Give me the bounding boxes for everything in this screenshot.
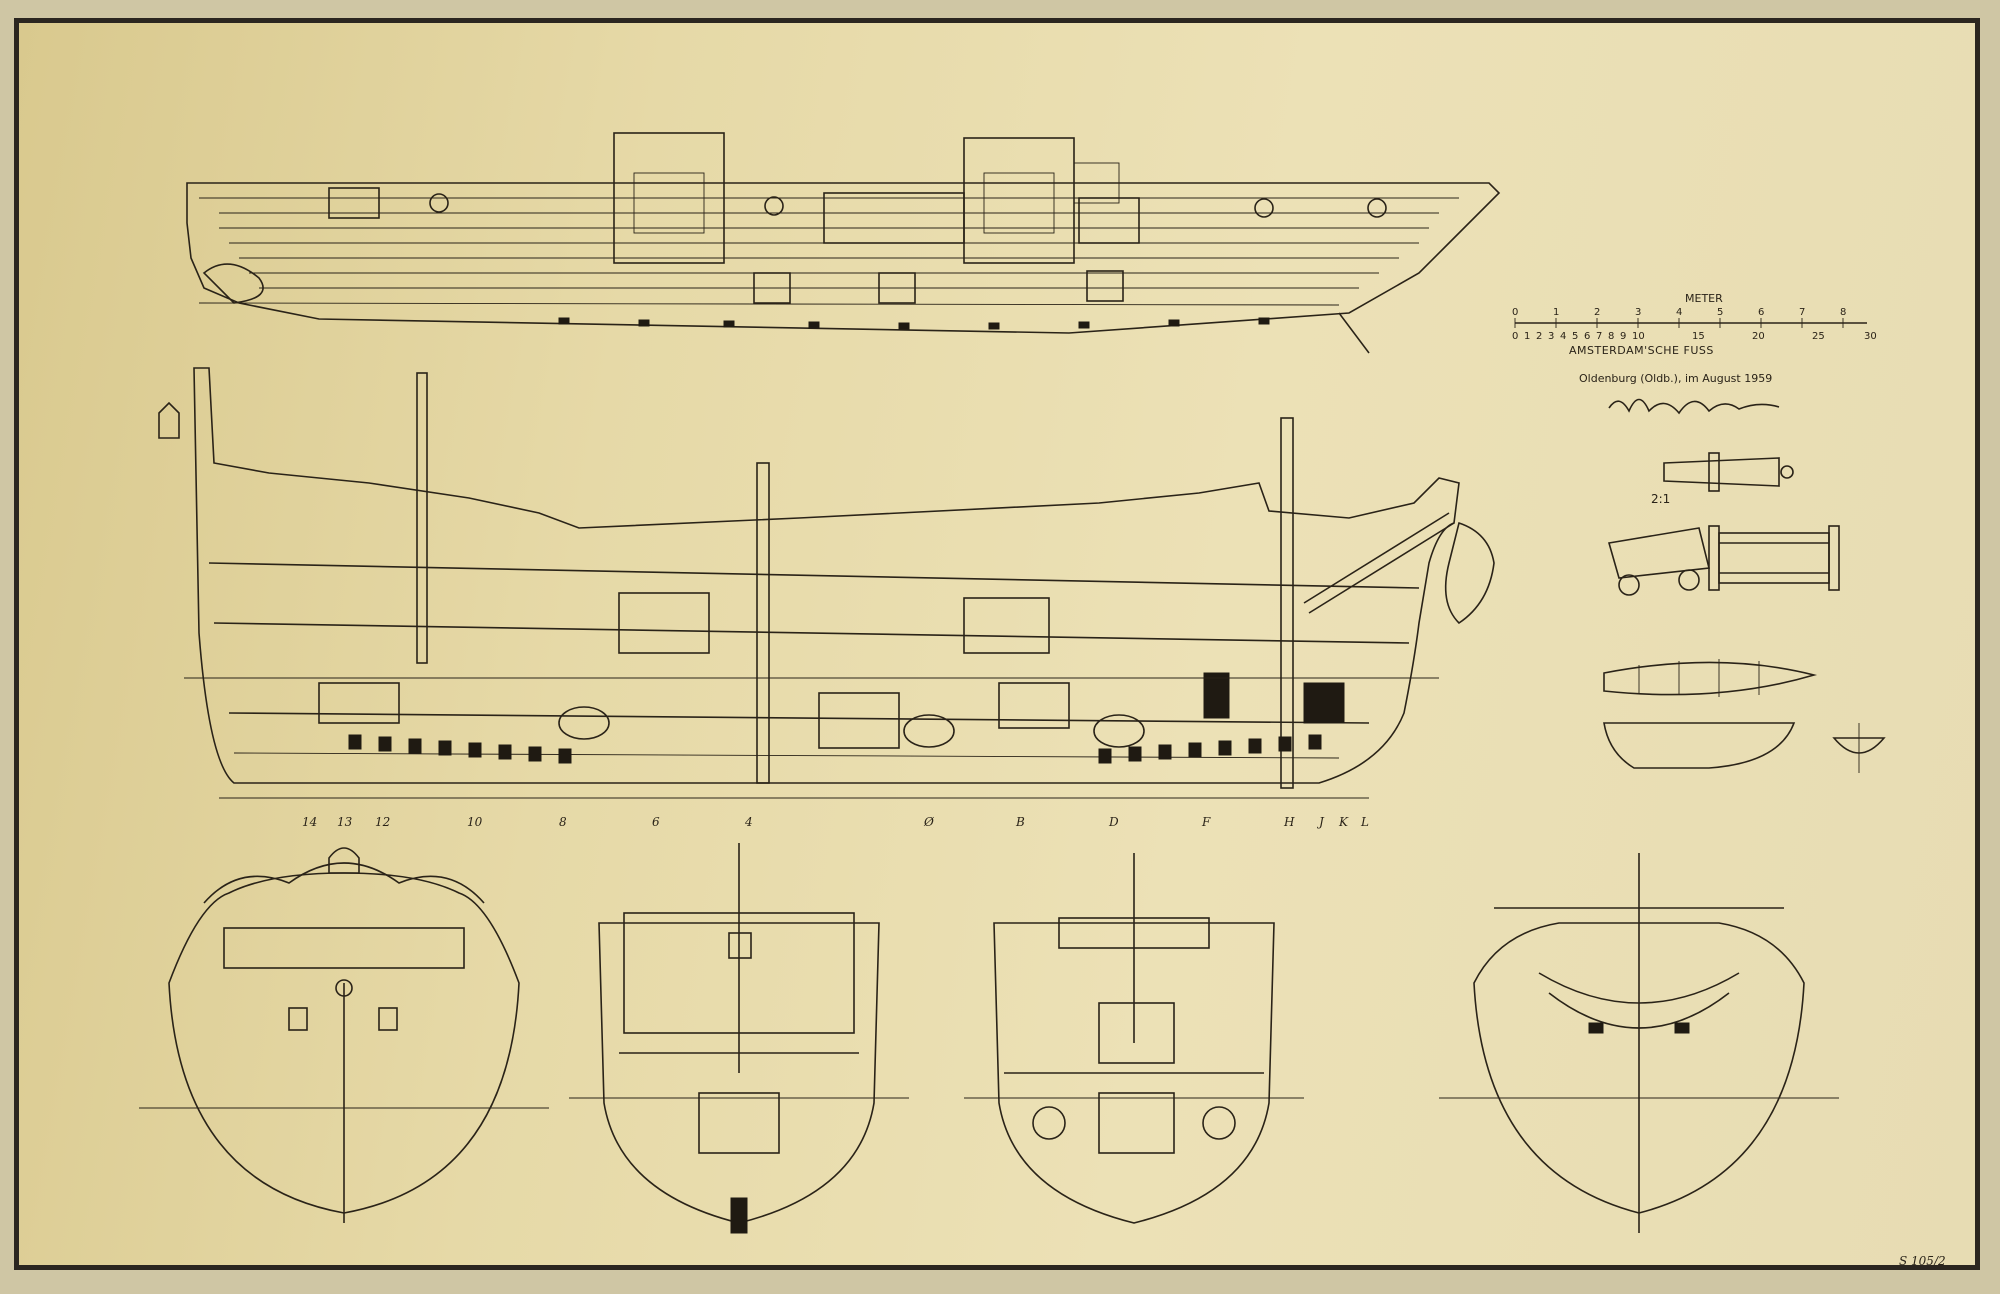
frame-station-label: 10	[467, 815, 483, 829]
scale-meter-tick: 0	[1512, 307, 1519, 318]
scale-fuss-tick: 0	[1512, 331, 1519, 342]
frame-station-label: H	[1284, 815, 1295, 829]
frame-station-label: 14	[302, 815, 318, 829]
boat-section-detail	[1832, 723, 1886, 773]
signature	[1608, 398, 1780, 415]
scale-fuss-tick: 4	[1560, 331, 1567, 342]
frame-station-label: 12	[375, 815, 391, 829]
gun-carriage-top-detail	[1708, 525, 1840, 591]
deck-plan-view	[186, 132, 1501, 354]
cannon-barrel-detail	[1663, 452, 1794, 492]
frame-station-label: Ø	[924, 815, 934, 829]
stern-view	[139, 847, 549, 1223]
scale-fuss-tick: 5	[1572, 331, 1579, 342]
scale-fuss-tick: 10	[1632, 331, 1645, 342]
aft-cross-section	[569, 843, 909, 1234]
place-date-text: Oldenburg (Oldb.), im August 1959	[1579, 372, 1773, 385]
scale-meter-tick: 3	[1635, 307, 1642, 318]
gun-carriage-side-detail	[1607, 527, 1710, 596]
deck-plan-gunports	[558, 317, 1270, 330]
scale-fuss-tick: 3	[1548, 331, 1555, 342]
fore-cross-section	[964, 853, 1304, 1224]
frame-station-label: D	[1109, 815, 1119, 829]
frame-station-label: L	[1361, 815, 1369, 829]
scale-fuss-tick: 1	[1524, 331, 1531, 342]
frame-station-label: J	[1319, 815, 1324, 829]
boat-profile-detail	[1603, 722, 1796, 769]
frame-station-label: 8	[559, 815, 567, 829]
sheet-number: S 105/2	[1899, 1254, 1946, 1268]
scale-fuss-tick: 30	[1864, 331, 1877, 342]
ship-plan-drawing	[139, 132, 1886, 1234]
scale-fuss-tick: 6	[1584, 331, 1591, 342]
scale-meter-tick: 4	[1676, 307, 1683, 318]
frame-station-label: B	[1016, 815, 1025, 829]
scale-fuss-tick: 9	[1620, 331, 1627, 342]
boat-plan-detail	[1603, 659, 1818, 697]
scale-meter-tick: 8	[1840, 307, 1847, 318]
scale-meter-tick: 2	[1594, 307, 1601, 318]
scale-fuss-tick: 2	[1536, 331, 1543, 342]
scale-fuss-tick: 8	[1608, 331, 1615, 342]
frame-station-label: K	[1339, 815, 1348, 829]
frame-station-label: 13	[337, 815, 353, 829]
scale-fuss-tick: 15	[1692, 331, 1705, 342]
frame-station-label: 6	[652, 815, 660, 829]
scale-bar	[1514, 318, 1867, 328]
scale-fuss-label: AMSTERDAM'SCHE FUSS	[1569, 344, 1714, 357]
scale-meter-tick: 7	[1799, 307, 1806, 318]
bow-view	[1439, 853, 1839, 1233]
scale-meter-label: METER	[1685, 292, 1723, 305]
gun-scale-label: 2:1	[1651, 492, 1671, 506]
scale-meter-tick: 1	[1553, 307, 1560, 318]
bilge-strip	[348, 734, 1322, 764]
scale-fuss-tick: 25	[1812, 331, 1825, 342]
frame-station-label: F	[1202, 815, 1211, 829]
scale-fuss-tick: 7	[1596, 331, 1603, 342]
scale-fuss-tick: 20	[1752, 331, 1765, 342]
longitudinal-section-view	[158, 367, 1495, 799]
frame-station-label: 4	[745, 815, 753, 829]
scale-meter-tick: 5	[1717, 307, 1724, 318]
scale-meter-tick: 6	[1758, 307, 1765, 318]
